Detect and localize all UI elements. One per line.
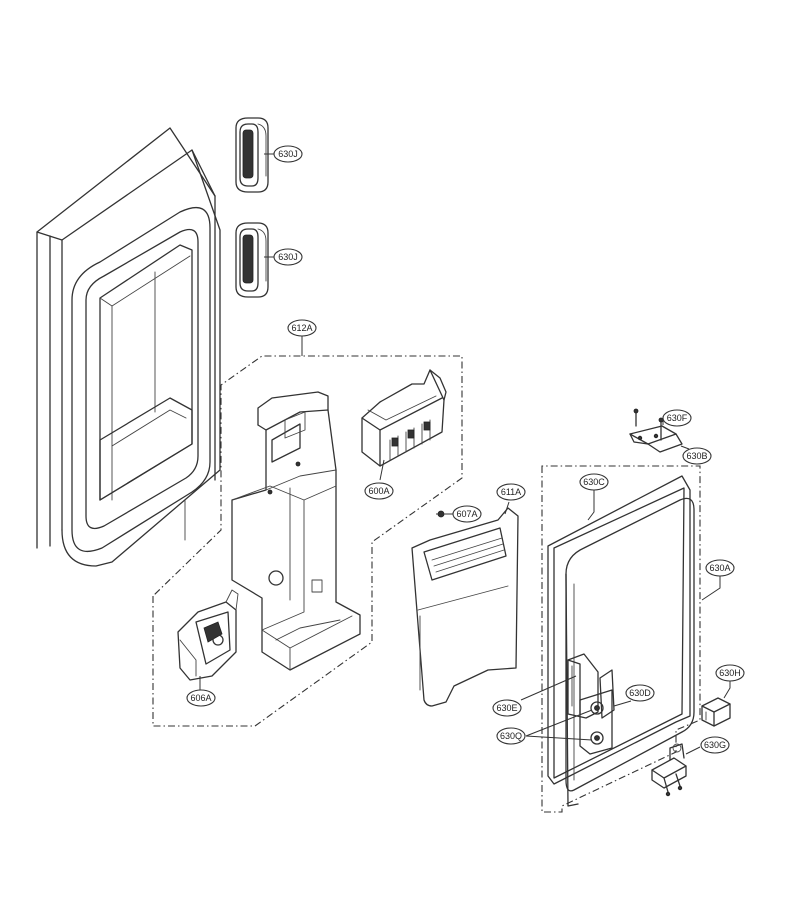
callout-612A: 612A [287,319,317,337]
ice-maker-housing [231,391,361,671]
callout-630H: 630H [715,664,745,682]
callout-630A: 630A [705,559,735,577]
callout-label: 630A [709,563,730,573]
assembly-boundary-612A [152,355,463,727]
callout-630B: 630B [682,447,712,465]
dispenser-door [547,475,695,807]
callout-630C: 630C [579,473,609,491]
callout-label: 630Q [500,731,522,741]
callout-label: 600A [368,486,389,496]
callout-label: 630B [686,451,707,461]
callout-600A: 600A [364,482,394,500]
callout-606A: 606A [186,689,216,707]
callout-label: 630C [583,477,605,487]
callout-label: 630E [496,703,517,713]
hinge-bracket-630G [651,743,687,797]
callout-630D: 630D [625,684,655,702]
callout-630F: 630F [662,409,692,427]
latch-assembly [567,653,615,755]
callout-630E: 630E [492,699,522,717]
callout-label: 612A [291,323,312,333]
door-outer-panel [36,127,221,567]
callout-630Q: 630Q [496,727,526,745]
hinge-630F [629,408,683,453]
dispenser-lever [177,589,239,681]
callout-label: 611A [501,487,521,497]
handle-cap-upper [235,117,269,193]
callout-630G: 630G [700,736,730,754]
callout-630J-lower: 630J [273,248,303,266]
callout-611A: 611A [496,483,526,501]
callout-label: 630J [278,252,298,262]
cap-630H [701,697,731,727]
callout-label: 630H [719,668,741,678]
callout-label: 630D [629,688,651,698]
screw-607A [436,510,446,518]
ice-maker-unit [361,369,447,467]
callout-label: 607A [456,509,477,519]
callout-607A: 607A [452,505,482,523]
handle-cap-lower [235,222,269,298]
callout-label: 630G [704,740,726,750]
callout-label: 630J [278,149,298,159]
callout-label: 606A [190,693,211,703]
callout-label: 630F [667,413,688,423]
cover-panel [411,507,519,707]
callout-630J-upper: 630J [273,145,303,163]
